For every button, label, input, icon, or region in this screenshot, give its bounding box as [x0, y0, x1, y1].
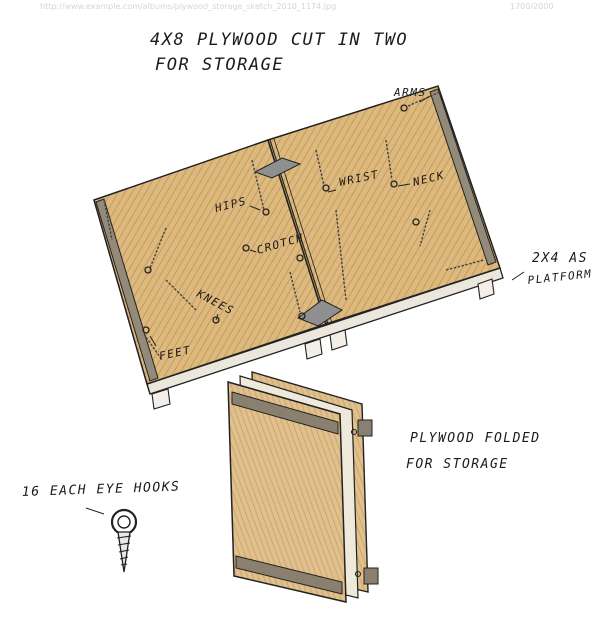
- ring-arms: [400, 104, 408, 112]
- platform-foot-1: [151, 388, 171, 410]
- ring-right: [412, 218, 420, 226]
- arrow-crotch: [249, 249, 257, 253]
- folded-board: [227, 371, 379, 603]
- chain-hips: [251, 159, 265, 211]
- eye-hook-icon: [110, 508, 138, 573]
- folded-2x4-bottom: [235, 555, 343, 595]
- label-eye-hooks: 16 EACH EYE HOOKS: [22, 479, 181, 500]
- folded-hook-2: [354, 570, 362, 578]
- chain-feet: [143, 333, 163, 361]
- ring-knees: [212, 316, 220, 324]
- folded-block-top: [357, 419, 373, 437]
- board-right-half: [267, 85, 501, 325]
- chain-center: [335, 209, 347, 301]
- platform-foot-3: [329, 329, 348, 351]
- label-platform-line-1: 2X4 AS: [532, 251, 588, 266]
- platform-foot-4: [477, 278, 495, 300]
- ring-neck: [390, 180, 398, 188]
- arrow-neck: [397, 183, 411, 187]
- folded-block-bottom: [363, 567, 379, 585]
- chain-right-bottom: [445, 259, 485, 271]
- title-line-2: FOR STORAGE: [155, 55, 284, 75]
- ring-crotch-a: [242, 244, 250, 252]
- label-arrows: [149, 95, 525, 347]
- header-faint-number: 1700/2000: [510, 2, 553, 11]
- folded-2x4-top: [231, 391, 339, 435]
- unfolded-board: ARMS WRIST NECK HIPS CROTCH KNEES FEET: [93, 85, 525, 410]
- folded-front-panel: [227, 380, 347, 603]
- platform-2x4-right: [429, 88, 497, 266]
- arrow-platform: [511, 271, 525, 281]
- hinge-bottom: [296, 299, 343, 327]
- chain-mid-left: [149, 227, 167, 269]
- ring-feet: [142, 326, 150, 334]
- chain-arms: [407, 91, 441, 107]
- chain-neck: [385, 139, 393, 181]
- chain-wrist: [315, 149, 325, 187]
- label-folded-line-1: PLYWOOD FOLDED: [410, 431, 541, 446]
- label-platform-line-2: PLATFORM: [527, 267, 593, 287]
- chain-knee: [165, 279, 197, 311]
- chain-right: [419, 209, 431, 247]
- ring-crotch-b: [296, 254, 304, 262]
- arrow-eye-hook: [85, 507, 105, 515]
- arrow-knees: [215, 313, 219, 321]
- hinge-top: [253, 157, 302, 179]
- arrow-arms: [419, 95, 431, 103]
- chain-upper-left: [103, 199, 113, 241]
- arrow-wrist: [327, 189, 337, 193]
- ring-left-mid: [144, 266, 152, 274]
- restraint-chains: [103, 91, 485, 361]
- label-folded-line-2: FOR STORAGE: [406, 457, 509, 472]
- folded-hook-1: [350, 428, 358, 436]
- title-line-1: 4X8 PLYWOOD CUT IN TWO: [150, 30, 408, 50]
- ring-hips: [262, 208, 270, 216]
- arrow-hips: [249, 205, 261, 211]
- ring-bottom: [298, 312, 306, 320]
- label-arms: ARMS: [393, 86, 427, 99]
- platform-foot-2: [304, 338, 323, 360]
- chain-lower: [289, 271, 301, 313]
- platform-2x4-left: [95, 198, 159, 382]
- ring-wrist: [322, 184, 330, 192]
- arrow-feet: [149, 335, 157, 347]
- board-eye-hooks: [142, 104, 420, 334]
- header-faint-text: http://www.example.com/albums/plywood_st…: [40, 2, 336, 11]
